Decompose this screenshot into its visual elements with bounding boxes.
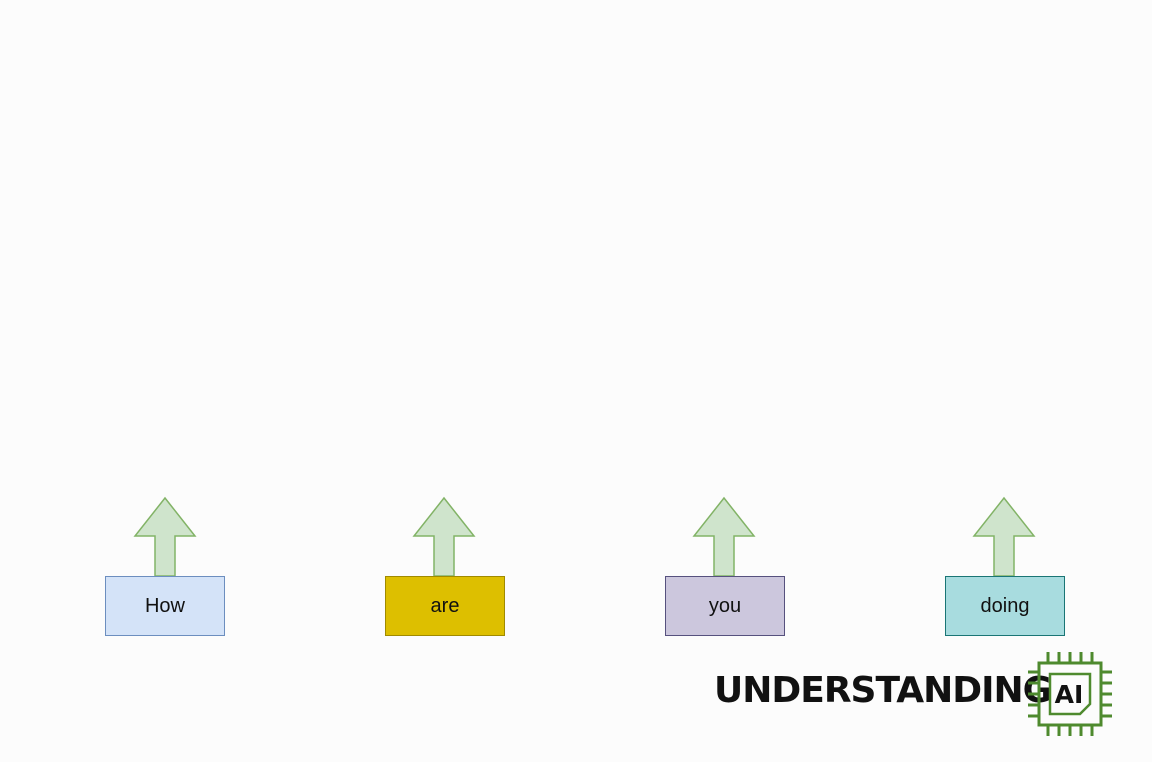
up-arrow-icon xyxy=(972,496,1036,577)
token-label: How xyxy=(144,594,185,617)
logo-wordmark: UNDERSTANDING xyxy=(714,670,1052,711)
token-box-you: you xyxy=(665,576,785,636)
token-label: doing xyxy=(980,594,1030,617)
token-box-doing: doing xyxy=(945,576,1065,636)
chip-label: AI xyxy=(1055,680,1084,709)
understanding-ai-logo: UNDERSTANDING xyxy=(712,650,1118,738)
token-box-how: How xyxy=(105,576,225,636)
token-box-are: are xyxy=(385,576,505,636)
up-arrow-icon xyxy=(692,496,756,577)
chip-icon: AI xyxy=(1028,652,1112,736)
up-arrow-icon xyxy=(412,496,476,577)
token-label: are xyxy=(430,594,460,617)
up-arrow-icon xyxy=(133,496,197,577)
token-label: you xyxy=(708,594,742,617)
